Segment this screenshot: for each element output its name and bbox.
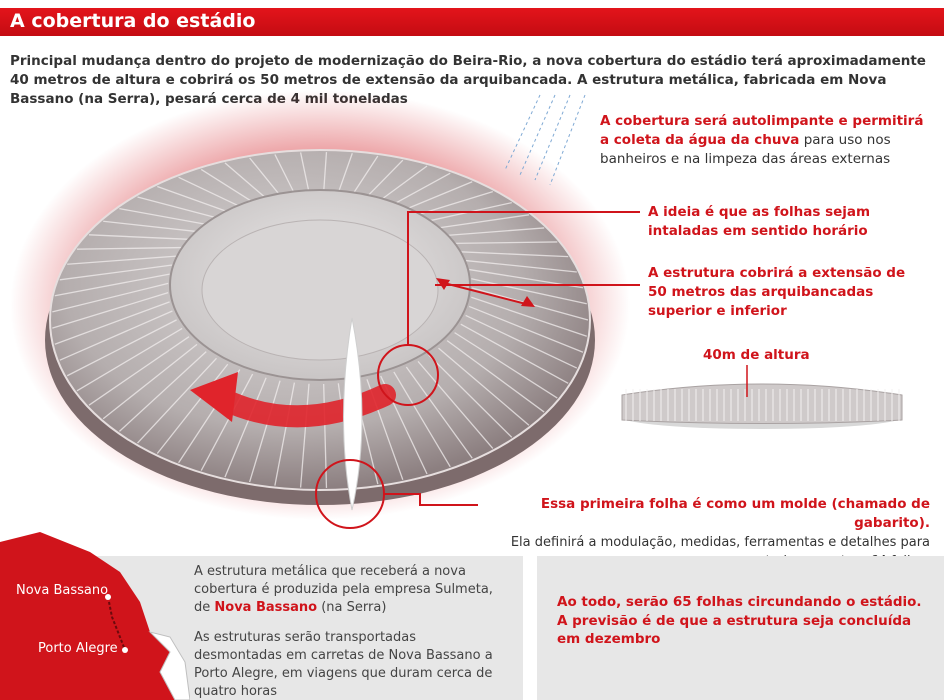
- roof-leaf: [323, 152, 328, 193]
- city-dot-nova-bassano: [105, 594, 111, 600]
- page-title: A cobertura do estádio: [10, 10, 256, 32]
- stadium-illustration: [10, 90, 640, 529]
- extent-arrow-line: [439, 281, 531, 306]
- roof-leaf: [337, 153, 353, 193]
- roof-leaf: [460, 251, 569, 258]
- roof-leaf: [156, 363, 229, 454]
- roof-leaf: [405, 366, 473, 459]
- roof-leaf: [438, 347, 530, 426]
- roof-leaf: [88, 336, 190, 406]
- first-leaf: [343, 317, 363, 511]
- roof-leaf: [471, 278, 587, 305]
- connector-clockwise: [407, 211, 640, 345]
- info-p1-before: A estrutura metálica que receberá a nova…: [194, 564, 493, 615]
- info-paragraph-1: A estrutura metálica que receberá a nova…: [194, 563, 504, 617]
- roof-leaf: [224, 377, 267, 478]
- roof-leaf: [393, 371, 451, 468]
- stadium-elevation: [621, 365, 903, 429]
- callout-first-leaf-highlight: Essa primeira folha é como um molde (cha…: [540, 496, 930, 531]
- roof-leaf: [274, 382, 296, 486]
- roof-leaf: [103, 220, 198, 233]
- roof-leaf: [54, 273, 170, 297]
- roof-leaf: [200, 373, 254, 471]
- callout-rain-highlight: A cobertura será autolimpante e permitir…: [600, 113, 924, 148]
- roof-leaf: [66, 319, 177, 377]
- roof-leaf: [102, 343, 198, 420]
- callout-clockwise: A ideia é que as folhas sejam intaladas …: [648, 204, 871, 239]
- roof-leaf: [52, 292, 169, 329]
- map-coast: [148, 631, 190, 700]
- map-shape: [0, 532, 175, 700]
- connector-first-leaf: [384, 493, 478, 506]
- info-p1-after: (na Serra): [317, 600, 387, 615]
- roof-leaf: [59, 264, 173, 281]
- roof-leaf: [67, 255, 177, 265]
- rs-map: [0, 532, 190, 700]
- roof-leaf: [137, 196, 217, 219]
- roof-leaf: [119, 207, 207, 225]
- roof-leaf: [157, 185, 228, 213]
- roof-leaf: [76, 246, 183, 250]
- roof-leaf: [274, 154, 295, 194]
- roof-leaf: [465, 314, 578, 369]
- roof-leaf: [299, 152, 310, 193]
- height-label: 40m de altura: [703, 347, 810, 363]
- title-bar: A cobertura do estádio: [0, 8, 944, 36]
- clockwise-arrow-head: [190, 372, 238, 422]
- summary-panel: [537, 556, 944, 700]
- roof-leaf: [446, 340, 545, 413]
- callout-rain: A cobertura será autolimpante e permitir…: [600, 112, 930, 169]
- route-line: [107, 596, 126, 651]
- roof-leaf: [454, 241, 558, 245]
- roof-leaf: [465, 259, 577, 273]
- stadium-field: [201, 219, 439, 361]
- roof-leaf: [76, 327, 183, 392]
- callout-extent: A estrutura cobrirá a extensão de 50 met…: [648, 265, 906, 319]
- info-paragraph-2: As estruturas serão transportadas desmon…: [194, 630, 493, 699]
- roof-leaf: [471, 296, 587, 337]
- rain-lines: [504, 94, 586, 186]
- summary-text: Ao todo, serão 65 folhas circundando o e…: [557, 593, 927, 649]
- roof-leaf: [59, 310, 173, 361]
- roof-leaf: [417, 190, 494, 216]
- map-label-nova-bassano: Nova Bassano: [16, 583, 109, 598]
- roof-leaf: [118, 351, 207, 432]
- roof-leaf: [249, 157, 281, 196]
- roof-leaf: [178, 176, 241, 208]
- roof-leaf: [468, 305, 584, 353]
- info-p1-city: Nova Bassano: [214, 600, 318, 615]
- city-dot-porto-alegre: [122, 647, 128, 653]
- roof-leaf: [380, 165, 428, 201]
- roof-leaf: [417, 360, 494, 449]
- roof-leaf: [428, 354, 513, 438]
- roof-leaf: [137, 357, 217, 444]
- roof-leaf: [200, 168, 253, 203]
- roof-leaf: [299, 383, 310, 488]
- callout-rain-rest: para uso nos banheiros e na limpeza das …: [600, 132, 891, 167]
- clockwise-arrow: [214, 384, 396, 428]
- roof-leaf: [248, 380, 281, 483]
- roof-leaf: [224, 162, 267, 199]
- roof-leaf: [393, 172, 451, 205]
- roof-leaf: [406, 181, 473, 210]
- extent-arrow-head-2: [521, 296, 535, 307]
- map-label-porto-alegre: Porto Alegre: [38, 641, 118, 656]
- info-text: A estrutura metálica que receberá a nova…: [194, 563, 504, 700]
- roof-leaf: [352, 155, 379, 195]
- extent-arrow-head-1: [436, 278, 450, 290]
- summary-line-2: A previsão é de que a estrutura seja con…: [557, 612, 912, 648]
- roof-leaf: [52, 282, 169, 313]
- roof-leaf: [447, 227, 545, 237]
- roof-leaf: [438, 214, 530, 229]
- roof-leaf: [454, 332, 558, 399]
- roof-leaf: [366, 159, 404, 198]
- roof-leaf: [460, 323, 569, 384]
- roof-leaf: [54, 301, 170, 345]
- roof-leaf: [88, 234, 190, 240]
- summary-line-1: Ao todo, serão 65 folhas circundando o e…: [557, 594, 922, 610]
